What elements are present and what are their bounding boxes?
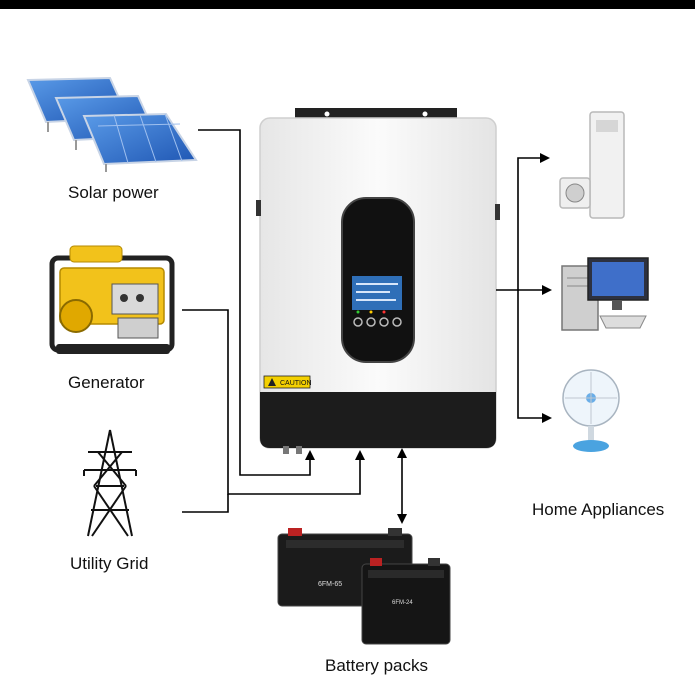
battery-small-icon: 6FM-24 xyxy=(361,558,451,645)
home-appliances-label: Home Appliances xyxy=(532,500,665,519)
caution-sticker: CAUTION xyxy=(263,375,312,389)
top-black-bar xyxy=(0,0,695,9)
generator-label: Generator xyxy=(68,373,145,392)
generator-icon xyxy=(49,245,175,354)
output-trunk xyxy=(496,153,550,291)
output-fan-line xyxy=(517,290,552,423)
solar-panel-icon xyxy=(26,76,198,172)
utility-tower-icon xyxy=(83,429,137,537)
grid-line xyxy=(182,494,229,513)
connection-lines xyxy=(182,129,552,524)
inverter-screen xyxy=(341,197,415,363)
caution-text: CAUTION xyxy=(280,380,312,387)
battery-large-label: 6FM-65 xyxy=(318,581,342,588)
battery-packs-label: Battery packs xyxy=(325,656,428,675)
battery-small-label: 6FM-24 xyxy=(392,600,413,606)
fan-icon xyxy=(562,369,620,452)
inverter-unit: CAUTION xyxy=(256,108,500,454)
solar-label: Solar power xyxy=(68,183,159,202)
computer-icon xyxy=(561,257,649,331)
air-conditioner-icon xyxy=(559,111,625,219)
utility-grid-label: Utility Grid xyxy=(70,554,149,573)
solar-line xyxy=(198,129,315,476)
